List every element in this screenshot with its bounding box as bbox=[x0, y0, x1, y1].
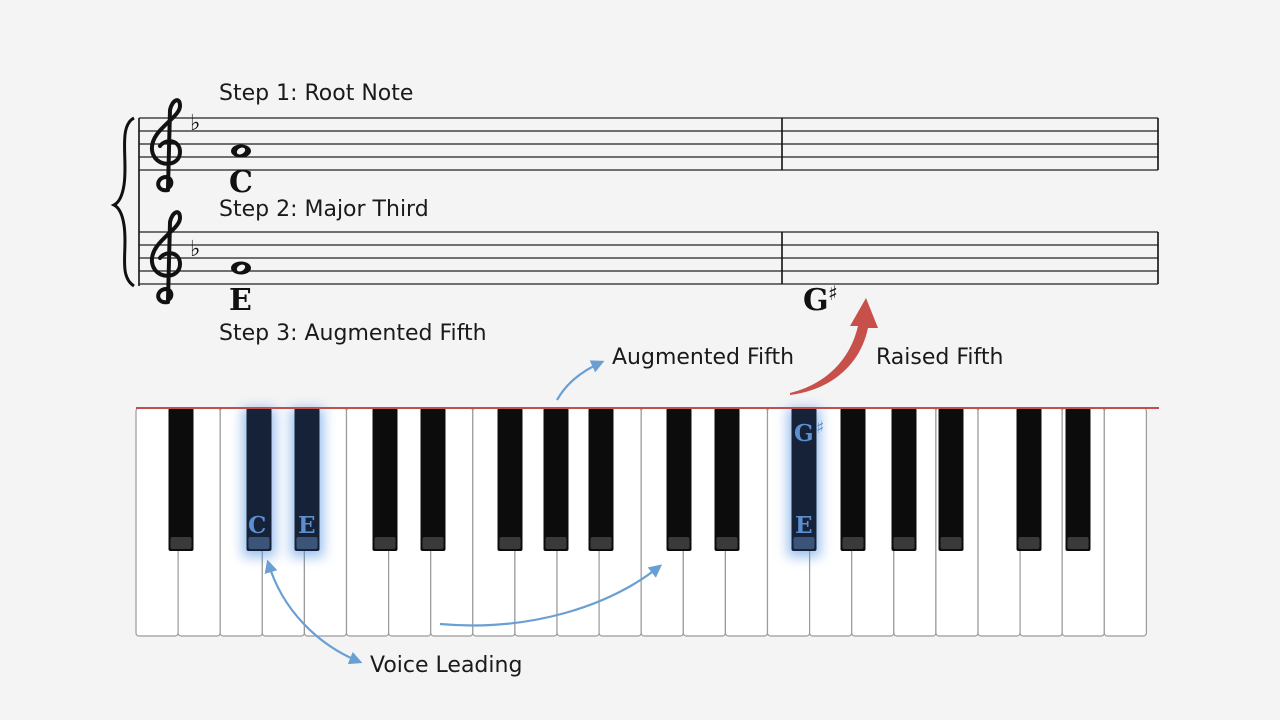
black-key[interactable] bbox=[714, 408, 740, 551]
note-name-upper: C bbox=[229, 165, 253, 200]
black-key-front bbox=[893, 537, 915, 549]
flat-icon: ♭ bbox=[190, 237, 200, 262]
black-key-front bbox=[1067, 537, 1089, 549]
voice-leading-curve-arrow bbox=[439, 564, 663, 627]
step-3-label: Step 3: Augmented Fifth bbox=[219, 321, 487, 346]
black-key[interactable] bbox=[666, 408, 692, 551]
black-key[interactable] bbox=[891, 408, 917, 551]
black-key-front bbox=[793, 537, 815, 549]
black-key-front bbox=[590, 537, 612, 549]
step-1-label: Step 1: Root Note bbox=[219, 81, 413, 106]
black-keys bbox=[168, 408, 1091, 551]
treble-clef-icon bbox=[149, 98, 183, 193]
flat-icon: ♭ bbox=[190, 111, 200, 136]
white-key[interactable] bbox=[1103, 407, 1148, 637]
grand-staff: ♭ ♭ C E G ♯ bbox=[110, 98, 1159, 318]
voice-leading-label: Voice Leading bbox=[370, 653, 522, 678]
black-key-front bbox=[374, 537, 396, 549]
voice-leading-arrow bbox=[264, 559, 363, 665]
black-key[interactable] bbox=[372, 408, 398, 551]
step-2-label: Step 2: Major Third bbox=[219, 197, 429, 222]
note-name-sharp: G bbox=[803, 283, 829, 318]
black-key-front bbox=[499, 537, 521, 549]
black-key-front bbox=[545, 537, 567, 549]
key-label-c: C bbox=[248, 512, 266, 539]
whole-note-upper bbox=[231, 144, 251, 158]
black-key[interactable] bbox=[840, 408, 866, 551]
augmented-fifth-label: Augmented Fifth bbox=[612, 345, 794, 370]
black-key-front bbox=[248, 537, 270, 549]
key-label-sharp-icon: ♯ bbox=[816, 418, 824, 438]
sharp-icon: ♯ bbox=[828, 281, 838, 305]
augmented-fifth-arrow bbox=[556, 360, 605, 401]
piano-keyboard bbox=[135, 407, 1159, 637]
black-key[interactable] bbox=[938, 408, 964, 551]
black-key[interactable] bbox=[588, 408, 614, 551]
whole-note-lower bbox=[231, 261, 251, 275]
black-key[interactable] bbox=[420, 408, 446, 551]
black-key-front bbox=[668, 537, 690, 549]
black-key[interactable] bbox=[497, 408, 523, 551]
black-key-highlighted[interactable] bbox=[246, 408, 272, 551]
staff-brace bbox=[110, 116, 135, 288]
key-label-e: E bbox=[298, 512, 316, 539]
white-keys bbox=[135, 407, 1148, 637]
key-label-e-second: E bbox=[795, 512, 813, 539]
black-key-front bbox=[296, 537, 318, 549]
upper-staff bbox=[139, 117, 1158, 171]
white-key[interactable] bbox=[977, 407, 1021, 637]
black-key-highlighted[interactable] bbox=[791, 408, 817, 551]
lower-staff bbox=[139, 231, 1158, 285]
black-key-front bbox=[170, 537, 192, 549]
black-key-front bbox=[842, 537, 864, 549]
key-label-g: G bbox=[794, 420, 814, 447]
raised-fifth-label: Raised Fifth bbox=[876, 345, 1003, 370]
black-key[interactable] bbox=[1016, 408, 1042, 551]
note-name-lower: E bbox=[229, 283, 252, 318]
black-key-front bbox=[716, 537, 738, 549]
treble-clef-icon bbox=[149, 210, 183, 305]
black-key-front bbox=[1018, 537, 1040, 549]
raised-fifth-arrow bbox=[790, 298, 878, 395]
black-key-highlighted[interactable] bbox=[294, 408, 320, 551]
black-key-front bbox=[940, 537, 962, 549]
black-key[interactable] bbox=[1065, 408, 1091, 551]
black-key[interactable] bbox=[543, 408, 569, 551]
black-key-front bbox=[422, 537, 444, 549]
black-key[interactable] bbox=[168, 408, 194, 551]
